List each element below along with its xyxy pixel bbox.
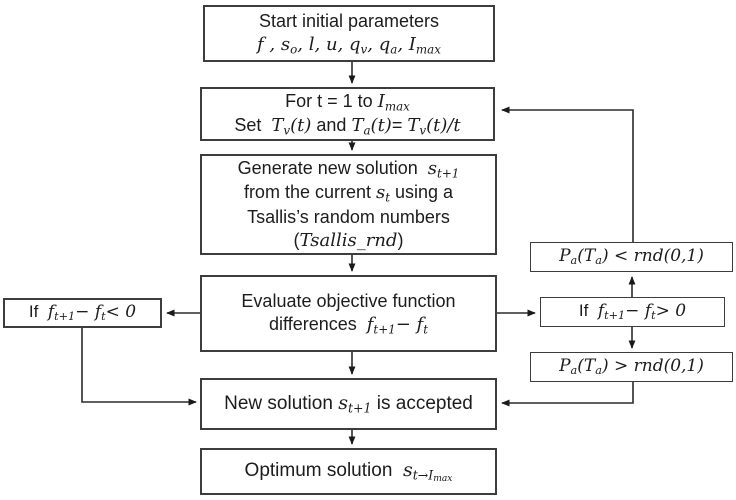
evaluate-box-line2: differences ft+1− ft (269, 313, 428, 337)
if-greater-box: If ft+1− ft> 0 (540, 297, 725, 327)
pa-less-box-text: Pa(Ta) < rnd(0,1) (559, 246, 704, 268)
if-less-box-text: If ft+1− ft< 0 (28, 302, 137, 324)
if-greater-box-text: If ft+1− ft> 0 (578, 301, 687, 323)
generate-box-line2: from the current st using a (243, 182, 454, 205)
loop-box-line1: For t = 1 to Imax (285, 90, 410, 113)
generate-box-line3: Tsallis’s random numbers (247, 206, 450, 227)
start-box-line1: Start initial parameters (258, 10, 440, 31)
accepted-box: New solution st+1 is accepted (200, 378, 497, 430)
loop-box: For t = 1 to Imax Set Tv(t) and Ta(t)= T… (200, 87, 495, 141)
arrow-pa-less-loopback-to-loop (501, 106, 634, 242)
start-box-line2: f , so, l, u, qv, qa, Imax (257, 33, 441, 57)
optimum-box-text: Optimum solution st→Imax (244, 458, 453, 484)
arrow-if-less-to-accepted (81, 328, 197, 406)
generate-box-line1: Generate new solution st+1 (237, 157, 460, 181)
evaluate-box-line1: Evaluate objective function (241, 290, 456, 311)
arrow-pa-greater-to-accepted (501, 382, 634, 407)
generate-box: Generate new solution st+1 from the curr… (200, 154, 497, 255)
pa-greater-box-text: Pa(Ta) > rnd(0,1) (559, 356, 704, 378)
pa-less-box: Pa(Ta) < rnd(0,1) (530, 242, 733, 272)
optimum-box: Optimum solution st→Imax (200, 448, 497, 495)
if-less-box: If ft+1− ft< 0 (3, 298, 162, 328)
loop-box-line2: Set Tv(t) and Ta(t)= Tv(t)/t (234, 115, 461, 138)
pa-greater-box: Pa(Ta) > rnd(0,1) (530, 352, 733, 382)
evaluate-box: Evaluate objective function differences … (200, 275, 497, 352)
generate-box-line4: (Tsallis_rnd) (293, 230, 404, 251)
accepted-box-text: New solution st+1 is accepted (224, 392, 473, 416)
start-box: Start initial parameters f , so, l, u, q… (203, 5, 495, 62)
